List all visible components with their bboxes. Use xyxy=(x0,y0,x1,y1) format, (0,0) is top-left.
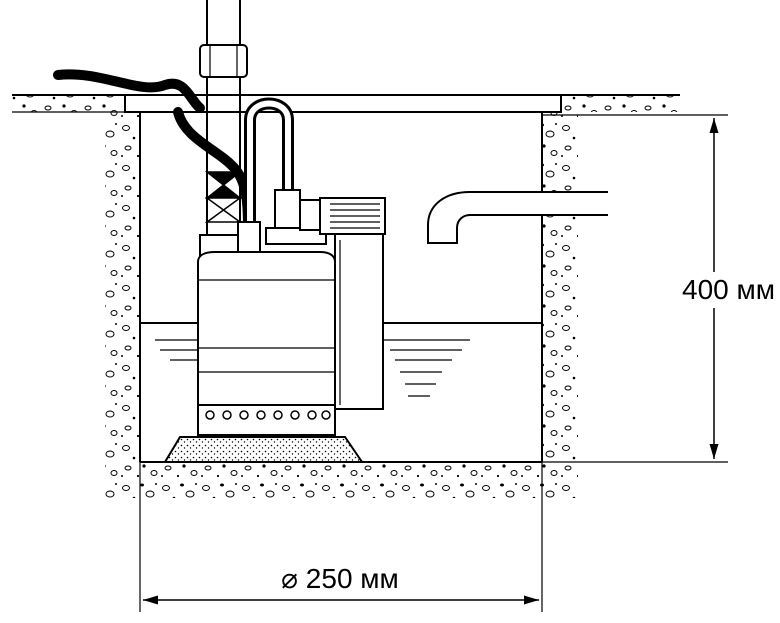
float-cable xyxy=(244,97,294,234)
intake-slots xyxy=(205,410,331,420)
riser-pipe xyxy=(199,0,248,235)
ground-left xyxy=(12,94,195,462)
pump-body xyxy=(197,251,336,436)
ground-bottom xyxy=(105,462,578,498)
inlet-pipe xyxy=(427,191,608,244)
check-valve-icon xyxy=(204,171,243,223)
pump-base-stand xyxy=(163,436,364,463)
height-dimension: 400 мм xyxy=(542,114,775,463)
float-switch xyxy=(319,197,386,410)
height-label: 400 мм xyxy=(682,274,775,305)
diameter-dimension: ⌀ 250 мм xyxy=(139,462,543,612)
diameter-label: ⌀ 250 мм xyxy=(281,563,399,594)
ground-right xyxy=(542,94,680,462)
